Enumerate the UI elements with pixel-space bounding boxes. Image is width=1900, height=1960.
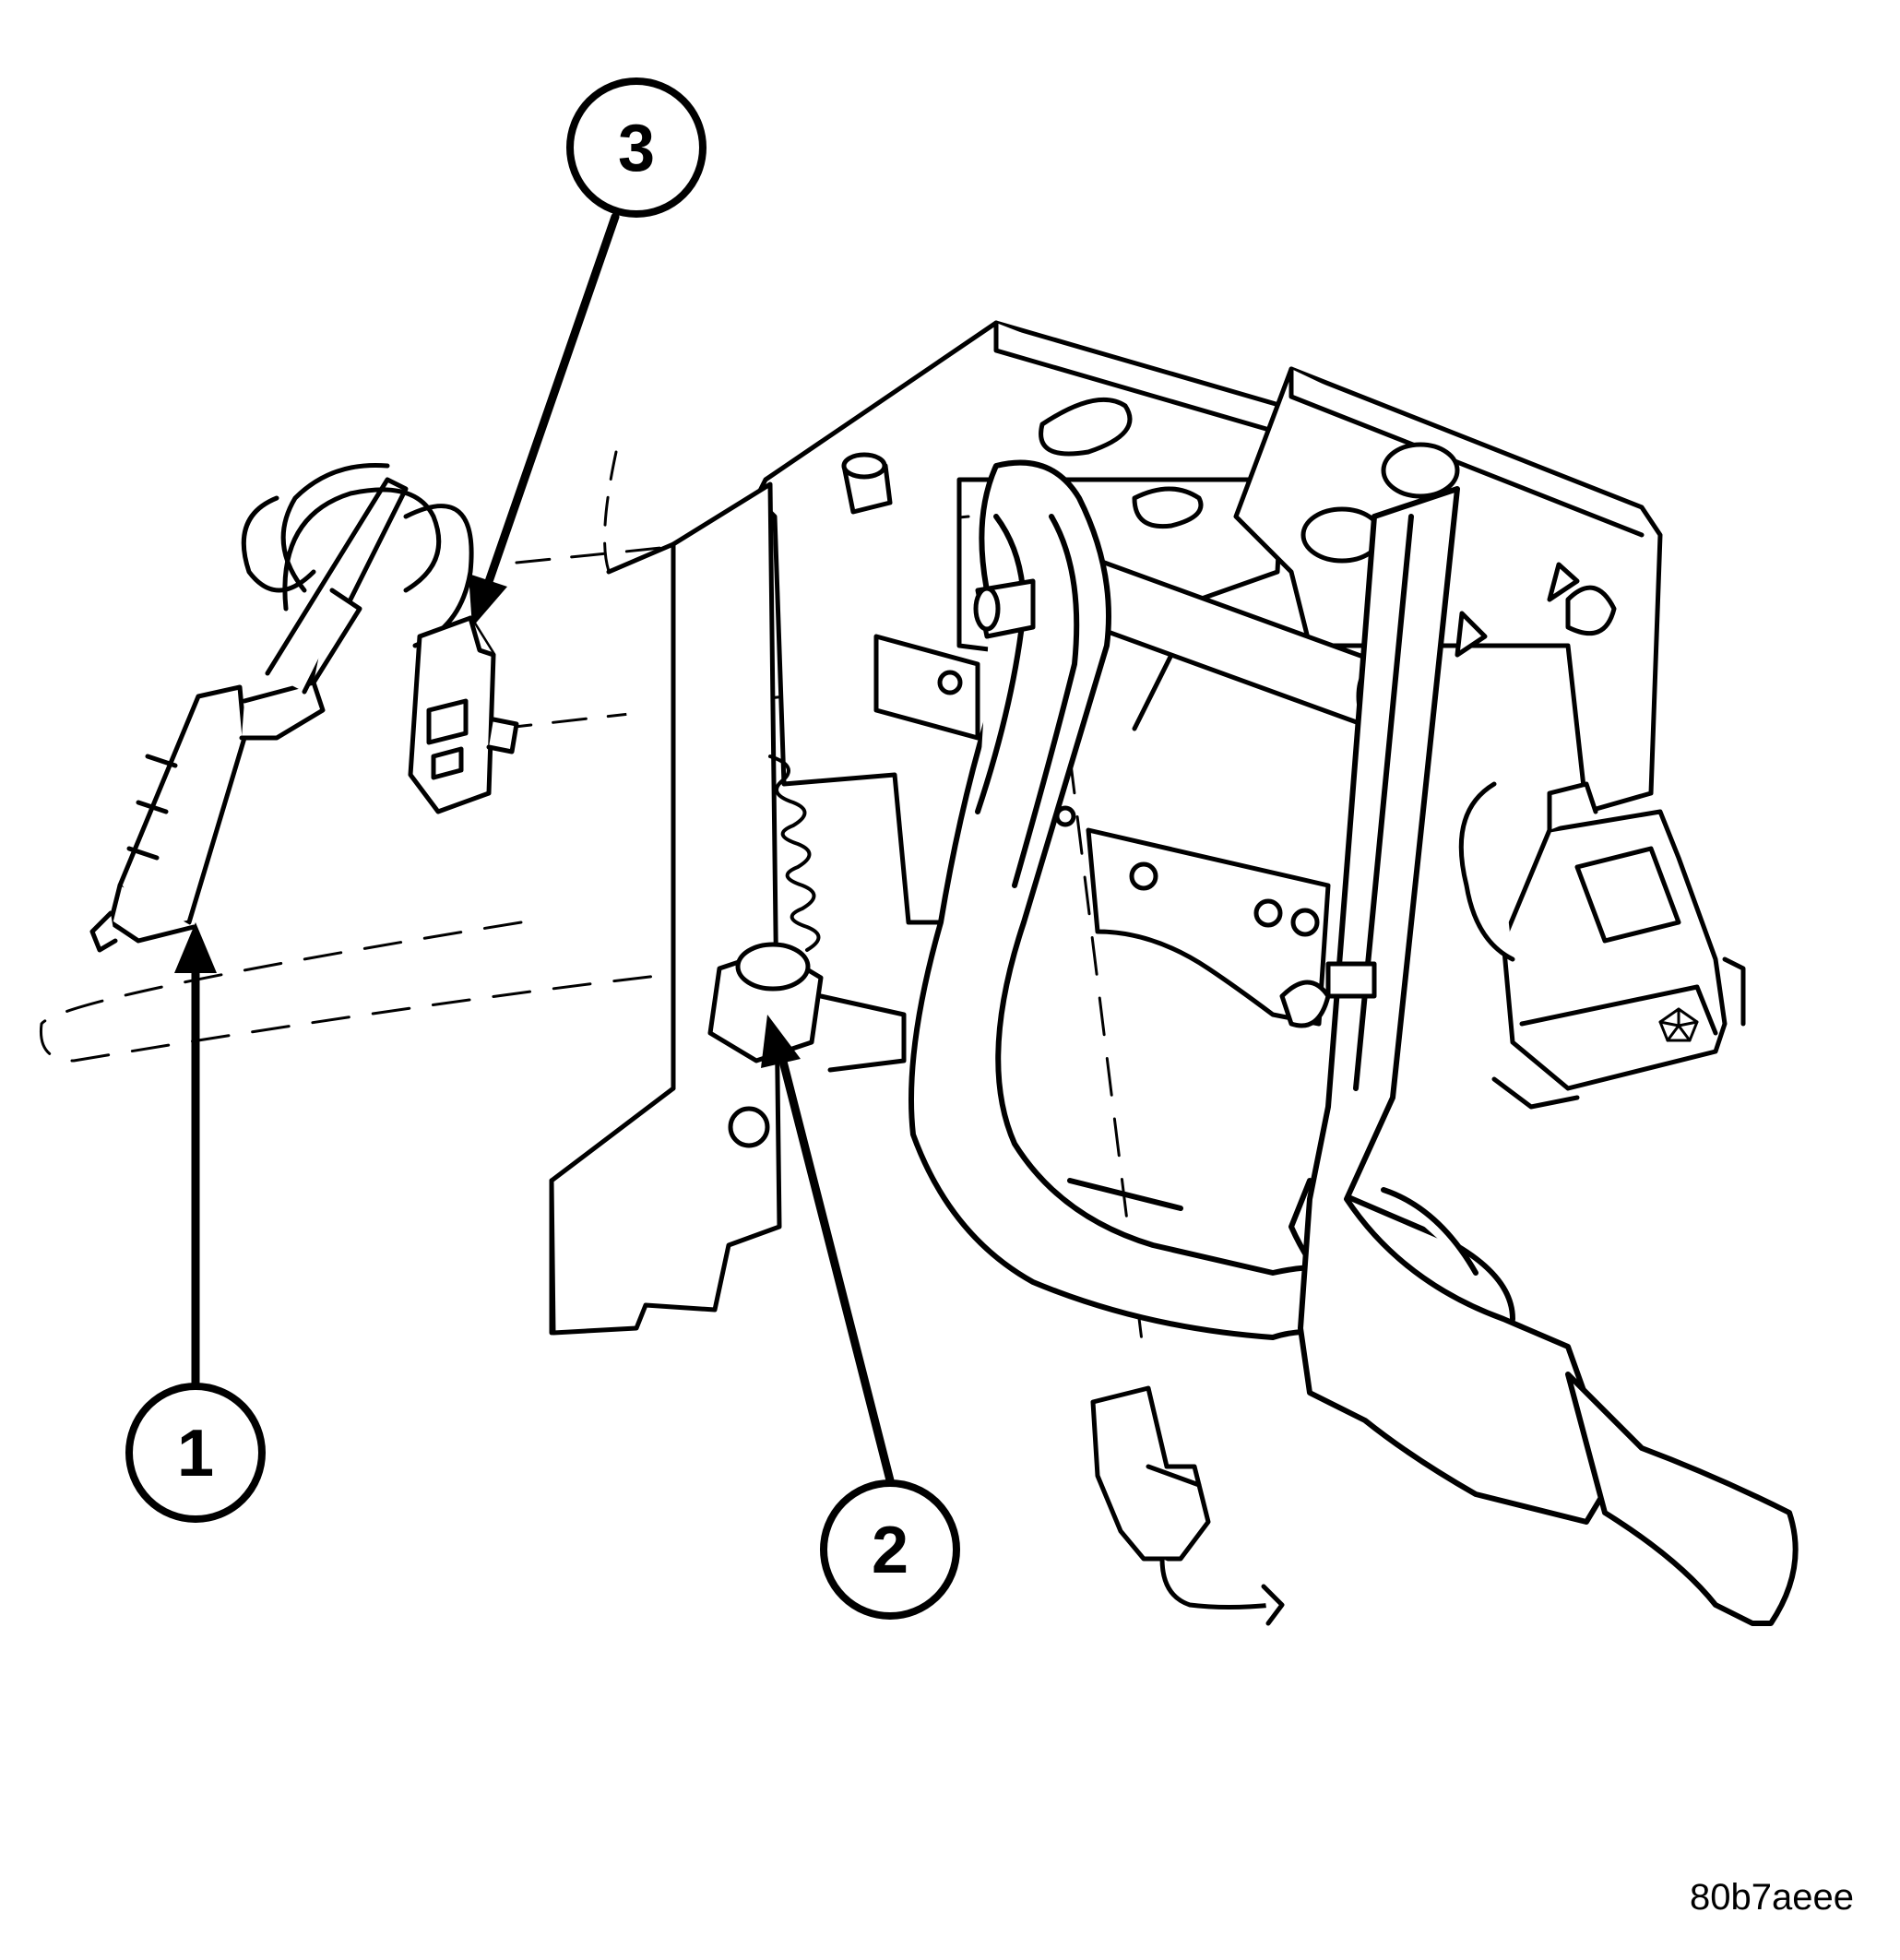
switch-mount-plate	[873, 634, 980, 741]
removed-switch	[89, 477, 409, 953]
callout-circle	[820, 1479, 960, 1620]
leader-line-3	[480, 212, 620, 600]
callout-number-2: 2	[872, 1514, 908, 1587]
arrowhead-2	[761, 1015, 801, 1068]
return-spring	[768, 754, 821, 952]
bracket-slots	[1039, 397, 1204, 529]
callout-number-1: 1	[177, 1417, 214, 1491]
pedal-sensor-module	[1458, 781, 1746, 1110]
figure-id: 80b7aeee	[1690, 1877, 1854, 1918]
arrowhead-3	[469, 574, 507, 627]
callout-3	[566, 77, 707, 218]
leader-arrows	[191, 212, 895, 1485]
arrowhead-1	[174, 922, 217, 973]
chrysler-pentastar-icon	[1658, 1007, 1699, 1042]
callout-number-3: 3	[618, 112, 655, 185]
bottom-connector	[1090, 1385, 1285, 1626]
callout-2	[820, 1479, 960, 1620]
callout-1	[125, 1383, 266, 1523]
mounted-switch	[707, 942, 907, 1148]
pivot-studs	[841, 452, 1580, 658]
harness-connector	[408, 615, 519, 814]
leader-line-2	[775, 1042, 895, 1485]
callout-circle	[125, 1383, 266, 1523]
pedal-plate	[1054, 805, 1377, 1028]
callout-circle	[566, 77, 707, 218]
pedal-bracket	[549, 320, 1308, 1336]
second-pedal	[1298, 486, 1799, 1626]
